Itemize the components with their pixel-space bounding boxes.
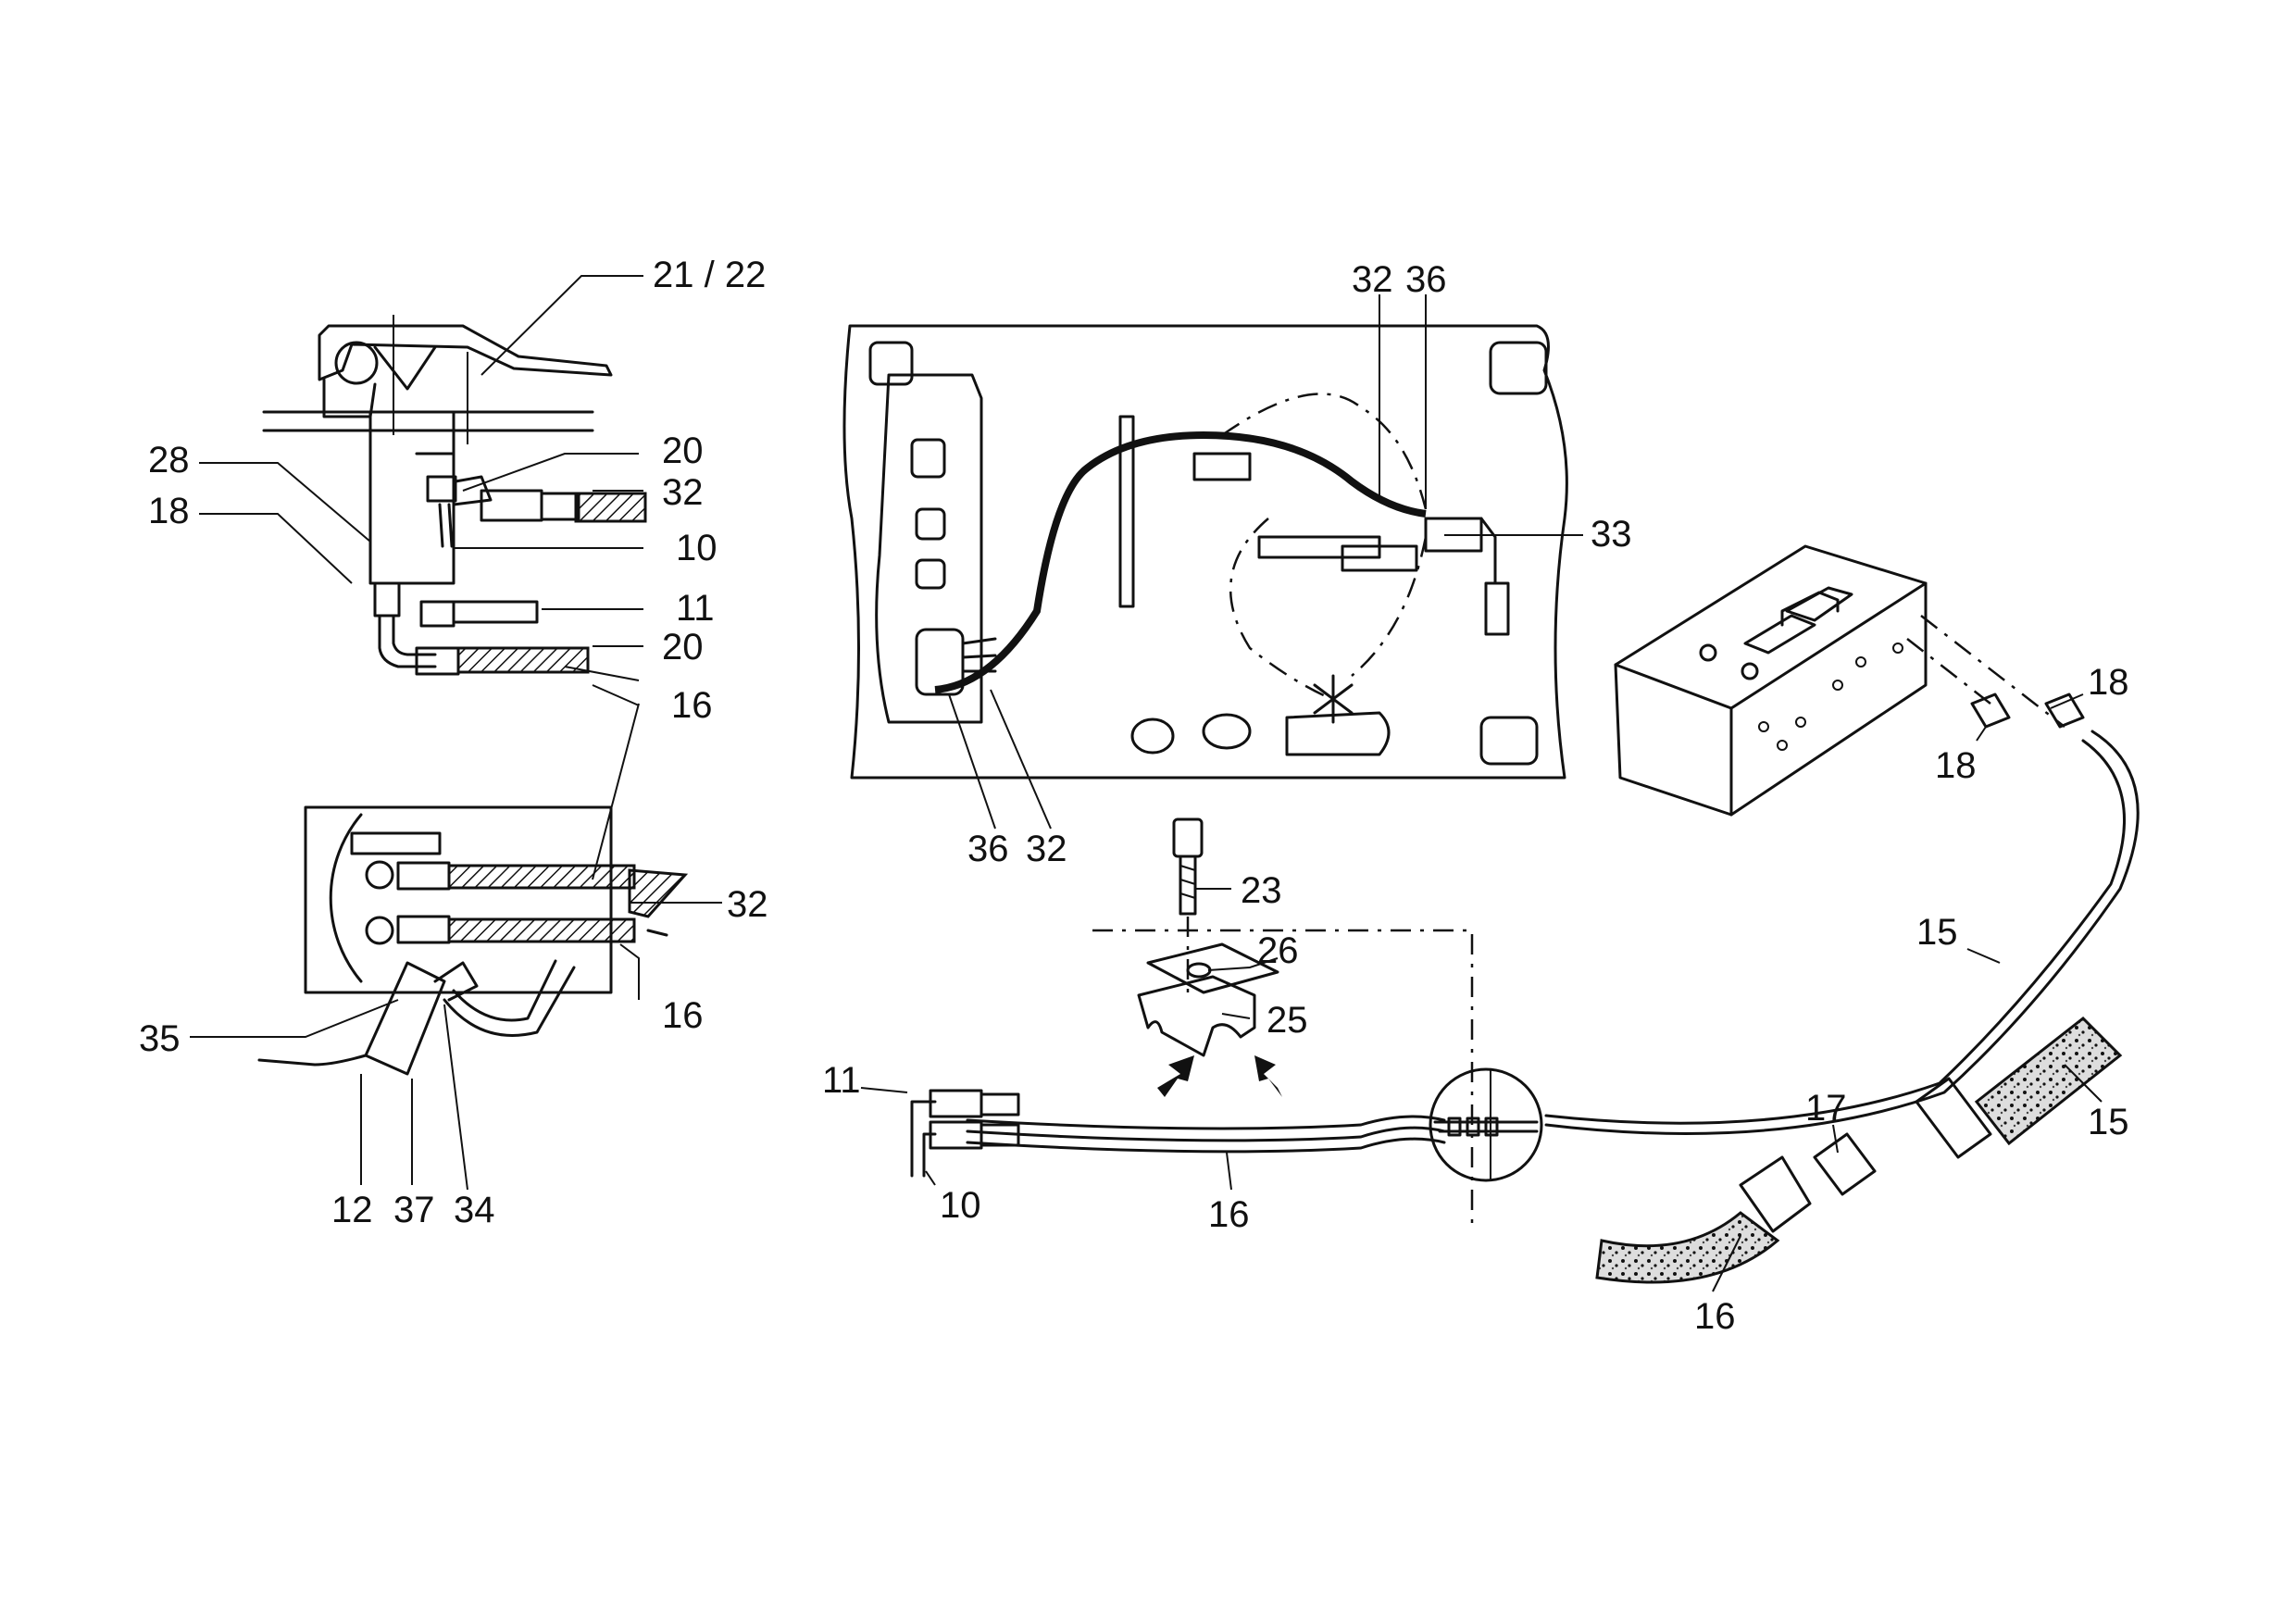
- valve-assembly-bottom: [257, 805, 689, 1185]
- callout-28: 28: [148, 440, 190, 480]
- callout-16-hose: 16: [1694, 1296, 1736, 1337]
- callout-32-plate-top: 32: [1352, 259, 1393, 300]
- callout-15-line: 15: [1916, 912, 1958, 953]
- callout-32-plate-bottom: 32: [1026, 829, 1067, 869]
- leaders-bottom-left: [190, 703, 722, 1191]
- callout-11-upper: 11: [676, 588, 715, 629]
- callout-32-upper: 32: [662, 472, 704, 513]
- callout-18-left: 18: [1935, 745, 1977, 786]
- callout-16-clamp: 16: [1208, 1194, 1250, 1235]
- callout-25: 25: [1267, 1000, 1308, 1041]
- leaders-top-left: [199, 275, 643, 706]
- callout-36-plate-bottom: 36: [967, 829, 1009, 869]
- control-box-assembly: [1544, 544, 2140, 1284]
- callout-11-clamp: 11: [822, 1060, 861, 1101]
- callout-12: 12: [331, 1190, 373, 1230]
- callout-15-hose: 15: [2088, 1102, 2129, 1142]
- clamp-detail: [910, 817, 1543, 1227]
- callout-32-lower: 32: [727, 884, 768, 925]
- callout-10-clamp: 10: [940, 1185, 981, 1226]
- callout-34: 34: [454, 1190, 495, 1230]
- valve-assembly-top: [262, 315, 647, 681]
- callout-18-right: 18: [2088, 662, 2129, 703]
- callout-26: 26: [1257, 930, 1299, 971]
- callout-17: 17: [1805, 1088, 1847, 1129]
- callout-18: 18: [148, 491, 190, 531]
- leaders-plate: [948, 294, 1583, 830]
- leaders-right: [1712, 693, 2103, 1292]
- callout-20-lower: 20: [662, 627, 704, 668]
- leaders-clamp: [860, 888, 1279, 1191]
- callout-33: 33: [1591, 514, 1632, 555]
- callout-20-upper: 20: [662, 430, 704, 471]
- callout-37: 37: [393, 1190, 435, 1230]
- callout-36-plate-top: 36: [1405, 259, 1447, 300]
- callout-16-upper: 16: [671, 685, 713, 726]
- mounting-plate: [842, 324, 1568, 780]
- callout-23: 23: [1241, 870, 1282, 911]
- callout-21-22: 21 / 22: [653, 255, 766, 295]
- callout-35: 35: [139, 1018, 181, 1059]
- callout-10-upper: 10: [676, 528, 718, 568]
- callout-16-lower: 16: [662, 995, 704, 1036]
